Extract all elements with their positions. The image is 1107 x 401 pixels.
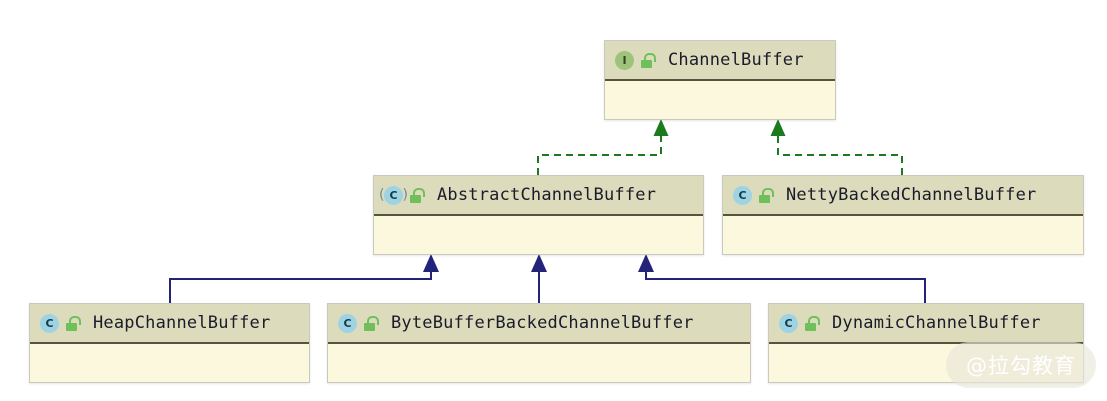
uml-class-nettybackedchannelbuffer[interactable]: C NettyBackedChannelBuffer [722, 175, 1084, 255]
padlock-icon [364, 315, 379, 331]
padlock-icon [759, 187, 774, 203]
edge-realization-abstractchannelbuffer-to-channelbuffer [537, 119, 669, 175]
edge-generalization-heapchannelbuffer-to-abstractchannelbuffer [169, 254, 439, 303]
uml-class-heapchannelbuffer[interactable]: C HeapChannelBuffer [29, 303, 310, 383]
edge-generalization-bytebufferbackedchannelbuffer-to-abstractchannelbuffer [531, 254, 547, 303]
uml-class-header: C DynamicChannelBuffer [769, 304, 1083, 344]
uml-class-channelbuffer[interactable]: I ChannelBuffer [604, 40, 836, 120]
edge-generalization-dynamicchannelbuffer-to-abstractchannelbuffer [638, 254, 926, 303]
abstract-class-stereotype-icon: C [379, 185, 408, 205]
class-stereotype-icon: C [338, 313, 357, 333]
uml-class-header: I ChannelBuffer [605, 41, 835, 81]
uml-class-header: C NettyBackedChannelBuffer [723, 176, 1083, 216]
padlock-icon [805, 315, 820, 331]
uml-class-name: HeapChannelBuffer [93, 313, 271, 333]
padlock-icon [410, 187, 425, 203]
uml-class-name: ByteBufferBackedChannelBuffer [391, 313, 694, 333]
padlock-icon [66, 315, 81, 331]
uml-class-members [374, 216, 703, 254]
uml-class-members [605, 81, 835, 119]
uml-class-name: AbstractChannelBuffer [437, 185, 657, 205]
uml-class-name: DynamicChannelBuffer [832, 313, 1041, 333]
uml-class-members [769, 344, 1083, 382]
uml-class-members [30, 344, 309, 382]
uml-class-members [328, 344, 750, 382]
uml-class-header: C HeapChannelBuffer [30, 304, 309, 344]
padlock-icon [641, 52, 656, 68]
class-stereotype-icon: C [779, 313, 798, 333]
uml-class-bytebufferbackedchannelbuffer[interactable]: C ByteBufferBackedChannelBuffer [327, 303, 751, 383]
uml-class-name: ChannelBuffer [668, 50, 804, 70]
interface-stereotype-icon: I [615, 50, 634, 70]
class-stereotype-icon: C [733, 185, 752, 205]
uml-class-header: C ByteBufferBackedChannelBuffer [328, 304, 750, 344]
uml-class-dynamicchannelbuffer[interactable]: C DynamicChannelBuffer [768, 303, 1084, 383]
uml-class-abstractchannelbuffer[interactable]: C AbstractChannelBuffer [373, 175, 704, 255]
uml-class-header: C AbstractChannelBuffer [374, 176, 703, 216]
uml-class-name: NettyBackedChannelBuffer [786, 185, 1037, 205]
edge-realization-nettybackedchannelbuffer-to-channelbuffer [770, 119, 903, 175]
class-stereotype-icon: C [40, 313, 59, 333]
uml-class-members [723, 216, 1083, 254]
